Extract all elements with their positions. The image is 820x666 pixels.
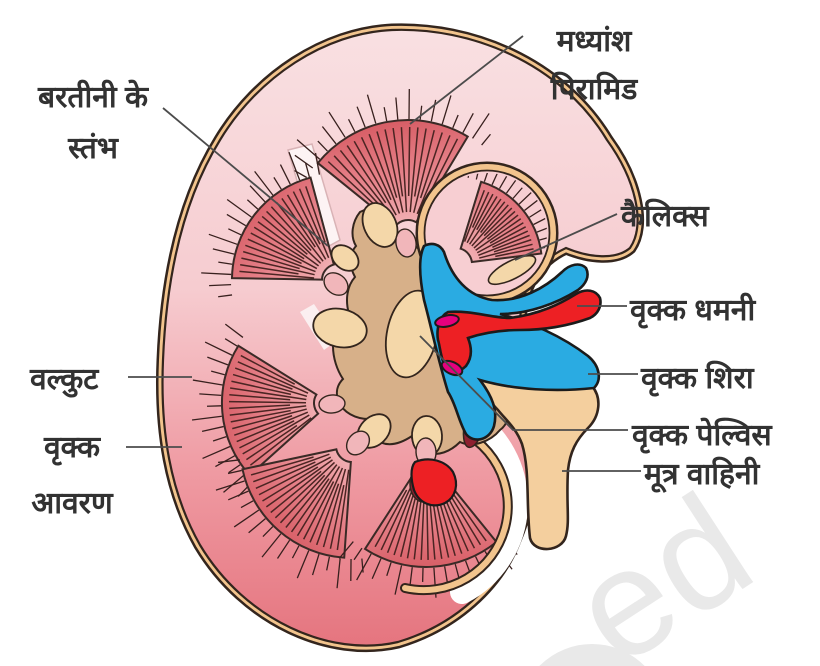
pyramid bbox=[294, 89, 491, 228]
label-bertini-columns: बरतीनी के स्तंभ bbox=[8, 72, 178, 174]
label-line: पिरामिड bbox=[550, 73, 638, 106]
renal-papillae bbox=[318, 228, 437, 467]
label-renal-capsule: वृक्क आवरण bbox=[10, 420, 134, 532]
leader-bertini bbox=[162, 107, 329, 247]
pyramid bbox=[191, 323, 320, 500]
label-line: मध्यांश bbox=[556, 25, 632, 58]
label-line: वृक्क bbox=[43, 431, 101, 464]
artery-cut-end bbox=[434, 314, 460, 328]
label-cortex: वल्कुट bbox=[30, 363, 99, 396]
pyramid bbox=[215, 448, 364, 589]
leader-renal-pelvis bbox=[419, 335, 628, 431]
label-ureter: मूत्र वाहिनी bbox=[644, 458, 760, 491]
label-renal-artery: वृक्क धमनी bbox=[630, 294, 756, 327]
calyx-cup bbox=[487, 254, 537, 286]
renal-vein-vessel bbox=[418, 242, 601, 449]
leader-medullary-pyramid bbox=[409, 35, 524, 125]
leader-lines bbox=[126, 35, 641, 472]
lobe-pyramid bbox=[459, 173, 547, 266]
label-line: स्तंभ bbox=[68, 132, 118, 165]
renal-artery-vessel bbox=[409, 289, 602, 507]
label-renal-vein: वृक्क शिरा bbox=[641, 362, 754, 395]
label-renal-pelvis: वृक्क पेल्विस bbox=[632, 419, 772, 452]
pyramid bbox=[201, 151, 336, 298]
label-line: बरतीनी के bbox=[37, 81, 149, 114]
medullary-pyramids bbox=[191, 89, 521, 598]
label-line: आवरण bbox=[31, 487, 113, 520]
leader-calyx bbox=[514, 213, 618, 261]
pyramid bbox=[459, 173, 547, 266]
label-medullary-pyramid: मध्यांश पिरामिड bbox=[518, 18, 670, 114]
label-calyx: कैलिक्स bbox=[621, 200, 709, 233]
